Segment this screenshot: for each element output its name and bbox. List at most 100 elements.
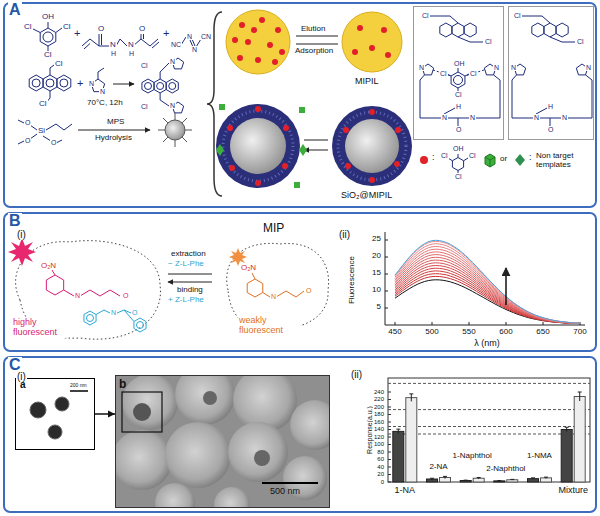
reagent-structures-part [46, 79, 54, 87]
axis-tick: 220 [373, 396, 385, 402]
fluorescence-chart-part-part [395, 257, 580, 323]
mipil-particles-part-part [345, 163, 351, 169]
mipil-particles-part-part [219, 104, 225, 110]
category-label: 2-NA [428, 463, 448, 471]
reagent-structures-part [32, 79, 40, 87]
chem-label: OH [452, 145, 465, 152]
response-chart-part-part [443, 476, 447, 478]
mipil-particles-part [338, 112, 406, 180]
atom-label: Cl [469, 70, 478, 77]
atom-label: Cl [484, 38, 493, 45]
atom-label: Cl [576, 38, 585, 45]
axis-tick: 120 [373, 434, 385, 440]
mipil-particles-part-part [394, 161, 400, 167]
chem-label: Cl [23, 23, 33, 31]
reagent-structures-part [166, 79, 178, 93]
tem-micrographs-part [55, 397, 69, 411]
tem-micrographs-part-part [254, 450, 270, 466]
tem-micrographs-part-part [133, 403, 151, 421]
reagent-structures-part [145, 83, 152, 90]
chem-label: N [270, 293, 277, 300]
axis-tick: 240 [373, 389, 385, 395]
reagent-structures-part [57, 75, 71, 91]
tem-micrographs-part [70, 390, 88, 392]
mipil-particles-part-part [369, 45, 375, 51]
chem-label: Cl [140, 62, 149, 69]
atom-label: N [533, 114, 540, 121]
fluorescence-chart-part-part [395, 247, 580, 324]
reagent-structures-part [169, 83, 176, 90]
chem-label: CN [200, 33, 212, 40]
mipil-particles-part [216, 104, 307, 188]
chem-label: OH [41, 13, 55, 21]
tem-micrographs-part-part [290, 400, 330, 450]
chem-label: O [24, 137, 31, 144]
material-name: SiO₂@MIPIL [340, 191, 393, 200]
atom-label: Cl [421, 12, 430, 19]
response-chart-part-part [541, 478, 552, 482]
axis-tick: 500 [424, 328, 439, 336]
reagent-structures-part [142, 79, 154, 93]
chem-label: or [499, 155, 508, 163]
chem-label: : [431, 153, 436, 162]
response-chart-part-part [477, 478, 481, 480]
fluorescence-scheme-part [168, 274, 212, 282]
axis-tick: 20 [376, 471, 385, 477]
fluorescence-chart [385, 232, 585, 325]
axis-tick: 0 [380, 479, 385, 485]
response-chart-part-part [388, 474, 391, 475]
template-key-part-part [452, 158, 463, 171]
category-label: Mixture [557, 486, 589, 495]
chem-label: : [528, 153, 533, 162]
mipil-particles-part [230, 118, 286, 174]
state-note: weakly fluorescent [238, 316, 300, 336]
chem-label: O [97, 25, 105, 33]
mipil-particles-part [223, 111, 293, 181]
axis-tick: 15 [371, 269, 382, 277]
axis-tick: 10 [371, 286, 382, 294]
axis-title: Fluorescence [348, 255, 356, 305]
atom-label: H [547, 103, 554, 110]
chem-label: N [109, 41, 117, 49]
chem-label: + [162, 28, 170, 39]
tem-micrographs-part [15, 378, 95, 450]
atom-label: Cl [454, 91, 463, 98]
response-chart-part-part [388, 392, 391, 393]
response-chart [388, 378, 590, 482]
mipil-particles-part-part [299, 107, 305, 113]
axis-tick: 550 [461, 328, 476, 336]
fluorescence-chart-part [385, 240, 580, 325]
mipil-particles-part [343, 109, 401, 183]
reagent-structures-part [31, 22, 62, 51]
reagent-structures-part [157, 83, 164, 90]
reaction-note: Hydrolysis [94, 134, 133, 142]
connector [95, 411, 115, 418]
tem-micrographs-part [30, 402, 46, 418]
tem-micrographs-part-part [165, 422, 231, 488]
tem-micrographs-part [115, 375, 330, 508]
mipil-particles-part-part [272, 59, 278, 65]
fluorescence-scheme-part [84, 310, 146, 332]
atom-label: N [585, 64, 592, 71]
chem-label: N [74, 292, 81, 299]
chem-label: N [169, 58, 176, 65]
atom-label: N [418, 64, 425, 71]
mipil-particles-part-part [237, 55, 243, 61]
axis-tick: 40 [376, 464, 385, 470]
fluorescence-scheme-part-part [87, 315, 94, 322]
fluorescence-chart-part [385, 232, 585, 325]
mipil-particles-part-part [255, 57, 261, 63]
response-chart-part-part [460, 481, 471, 483]
response-chart-part-part [561, 430, 572, 483]
atom-label: Cl [439, 70, 448, 77]
mipil-particles-part-part [267, 42, 273, 48]
chem-label: Cl [440, 152, 449, 159]
mipil-particles-part-part [299, 144, 307, 156]
state-note: Non target templates [535, 152, 595, 170]
reagent-structures [18, 22, 201, 147]
reagent-structures-part [82, 34, 159, 49]
mipil-particles-part-part [279, 49, 285, 55]
imprint-structure-part-part [420, 75, 500, 126]
tem-micrographs-part-part [115, 430, 172, 490]
